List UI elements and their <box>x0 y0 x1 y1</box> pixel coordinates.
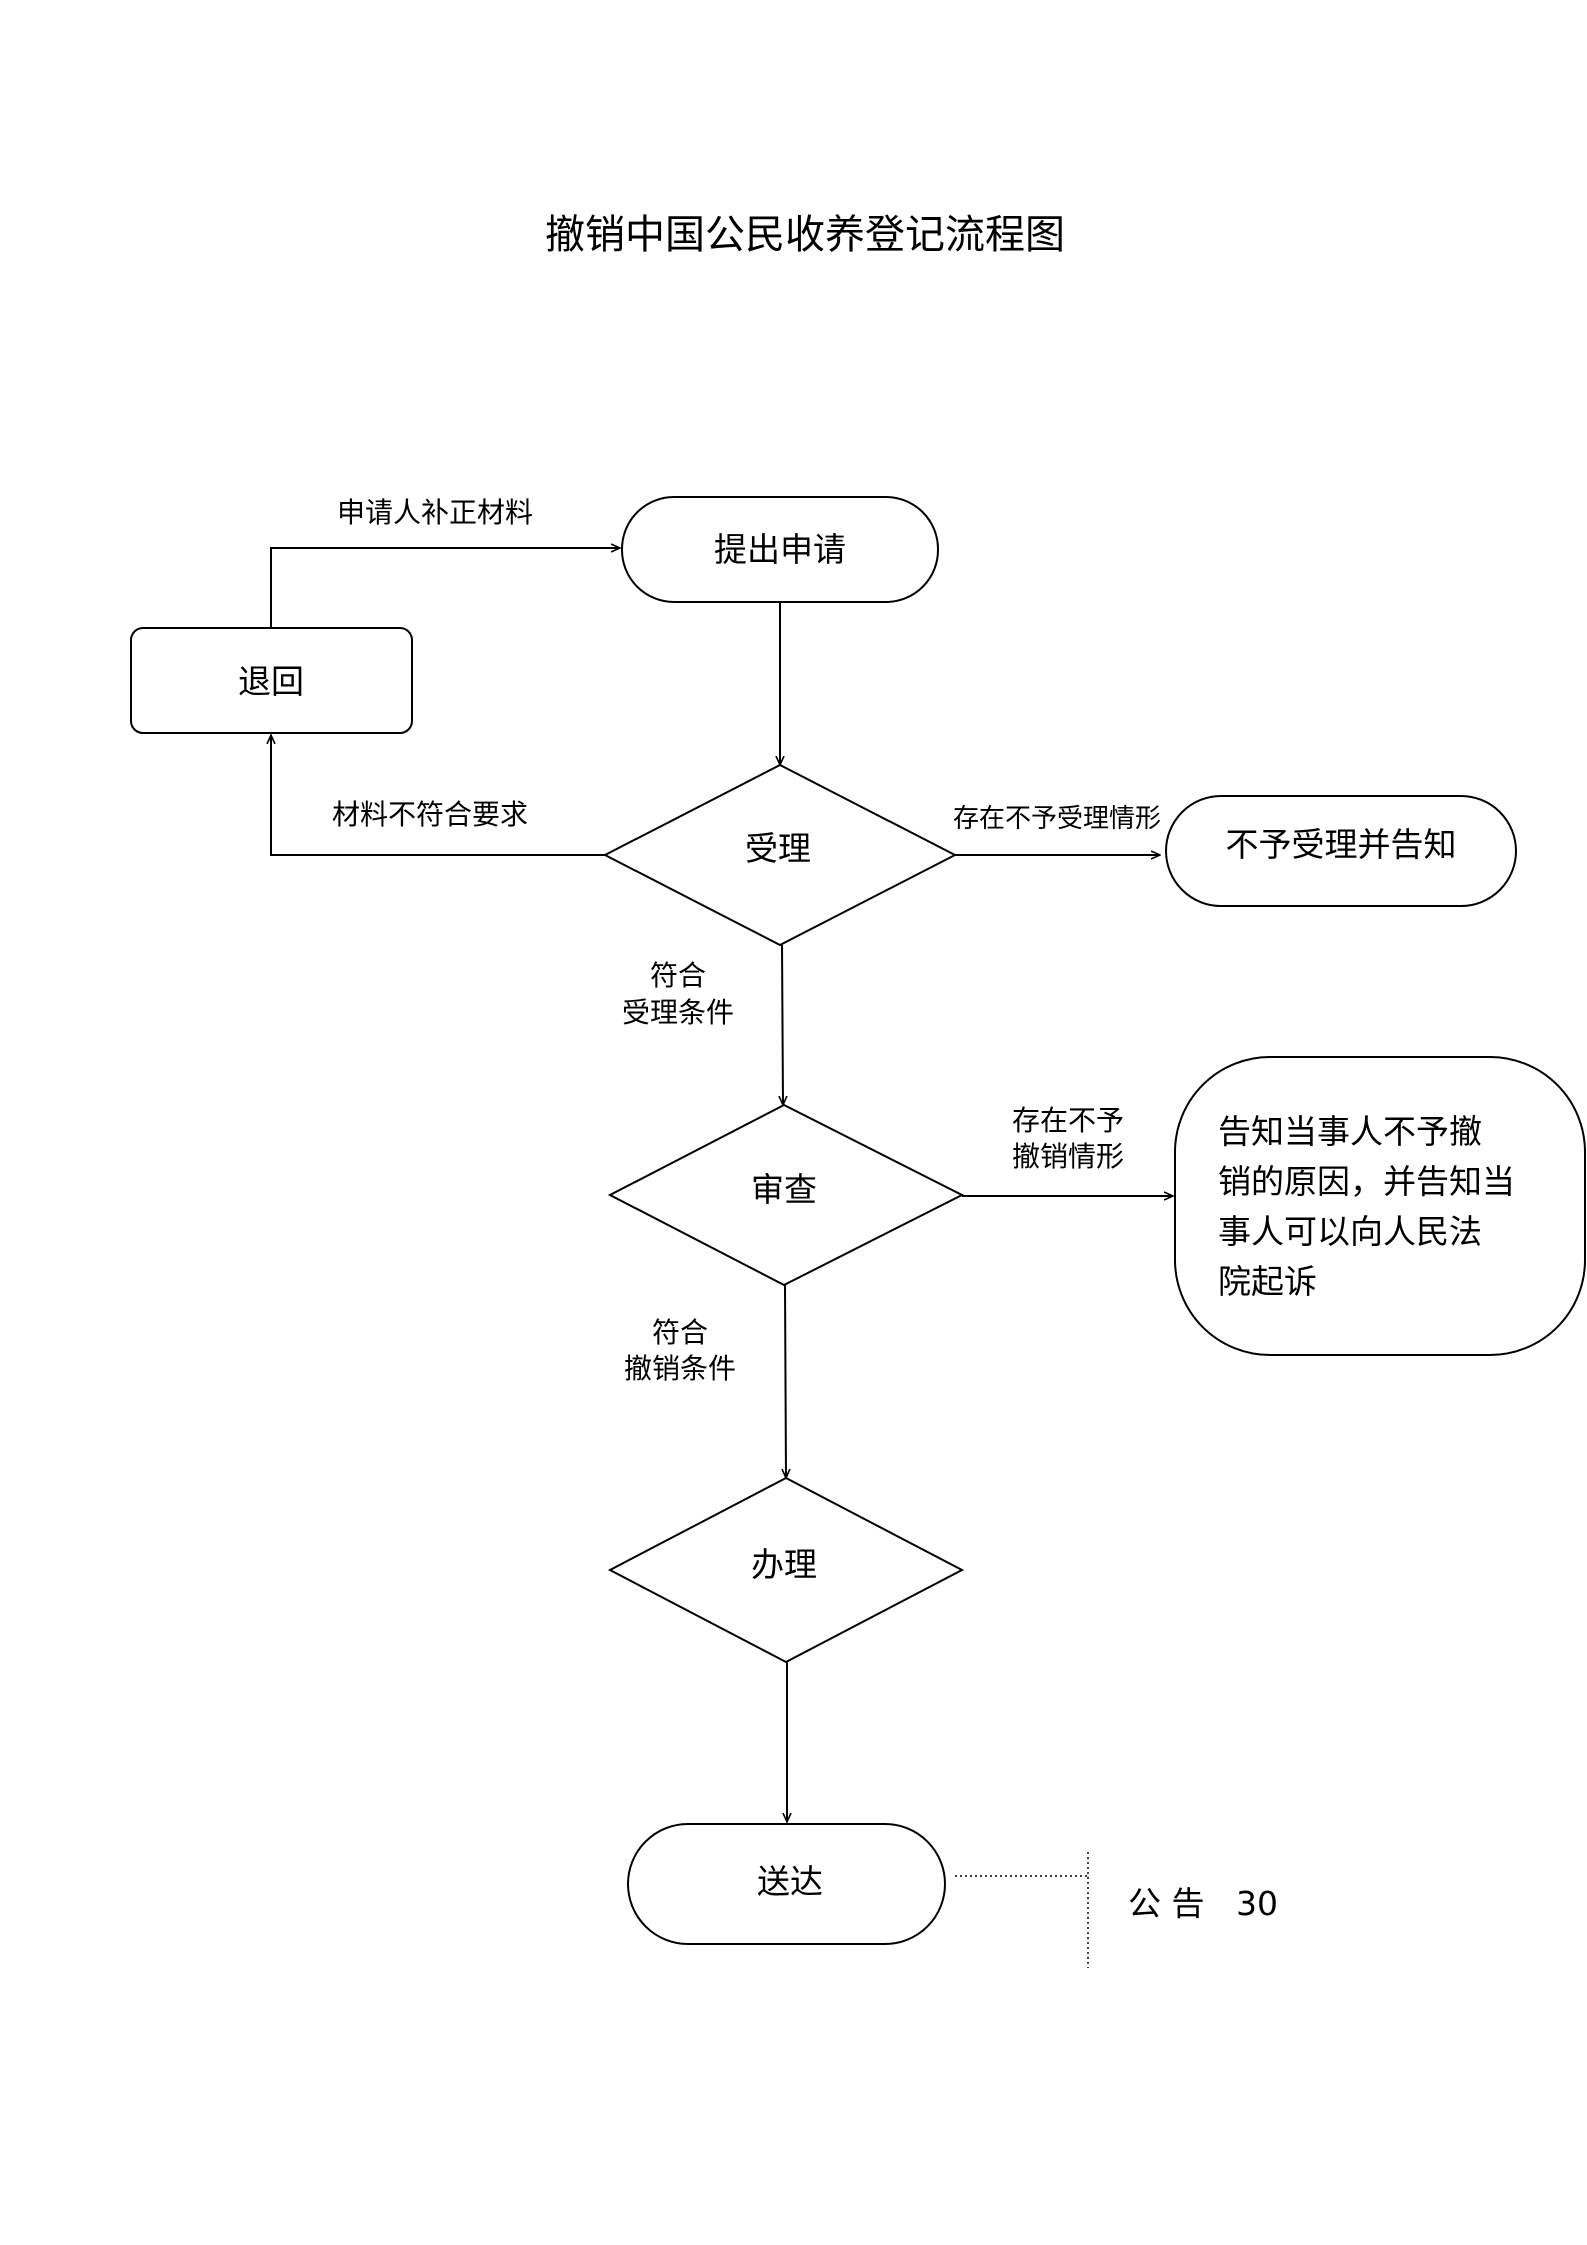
node-notify-line-2: 销的原因，并告知当 <box>1218 1162 1515 1201</box>
node-handle-label: 办理 <box>751 1545 817 1584</box>
node-accept: 受理 <box>602 763 958 947</box>
node-notify-line-4: 院起诉 <box>1218 1262 1317 1301</box>
edge-no-revoke-label-2: 撤销情形 <box>1012 1140 1124 1173</box>
node-reject-notify: 不予受理并告知 <box>1165 795 1517 907</box>
node-deliver-label: 送达 <box>757 1862 823 1901</box>
page-title: 撤销中国公民收养登记流程图 <box>545 212 1065 258</box>
node-deliver: 送达 <box>627 1823 946 1945</box>
node-return: 退回 <box>130 627 413 734</box>
edge-meet-accept-label-1: 符合 <box>650 959 706 992</box>
node-notify-line-3: 事人可以向人民法 <box>1218 1212 1482 1251</box>
annotation-label: 公 告 <box>1128 1884 1205 1923</box>
node-reject-label: 不予受理并告知 <box>1226 825 1457 864</box>
annotation-value: 30 <box>1236 1884 1278 1923</box>
edge-reject-label: 存在不予受理情形 <box>953 804 1161 834</box>
node-notify-line-1: 告知当事人不予撤 <box>1218 1112 1482 1151</box>
edge-resubmit-label: 申请人补正材料 <box>337 496 533 529</box>
node-notify-no-revoke: 告知当事人不予撤 销的原因，并告知当 事人可以向人民法 院起诉 <box>1174 1056 1586 1356</box>
edge-resubmit <box>270 548 620 628</box>
node-submit-application: 提出申请 <box>621 496 939 603</box>
edge-no-revoke-label-1: 存在不予 <box>1012 1104 1124 1137</box>
node-review-label: 审查 <box>751 1170 817 1209</box>
node-accept-label: 受理 <box>745 829 811 868</box>
node-return-label: 退回 <box>238 662 304 701</box>
node-submit-label: 提出申请 <box>714 530 846 569</box>
node-handle: 办理 <box>607 1476 965 1664</box>
node-review: 审查 <box>607 1103 965 1287</box>
edge-meet-accept-label-2: 受理条件 <box>622 996 734 1029</box>
edge-not-meet-label: 材料不符合要求 <box>332 798 528 831</box>
edge-accept-to-review <box>782 944 783 1105</box>
edge-not-meet <box>271 735 605 856</box>
edge-meet-revoke-label-2: 撤销条件 <box>624 1352 736 1385</box>
edge-meet-revoke-label-1: 符合 <box>652 1316 708 1349</box>
edge-review-to-handle <box>785 1284 786 1478</box>
